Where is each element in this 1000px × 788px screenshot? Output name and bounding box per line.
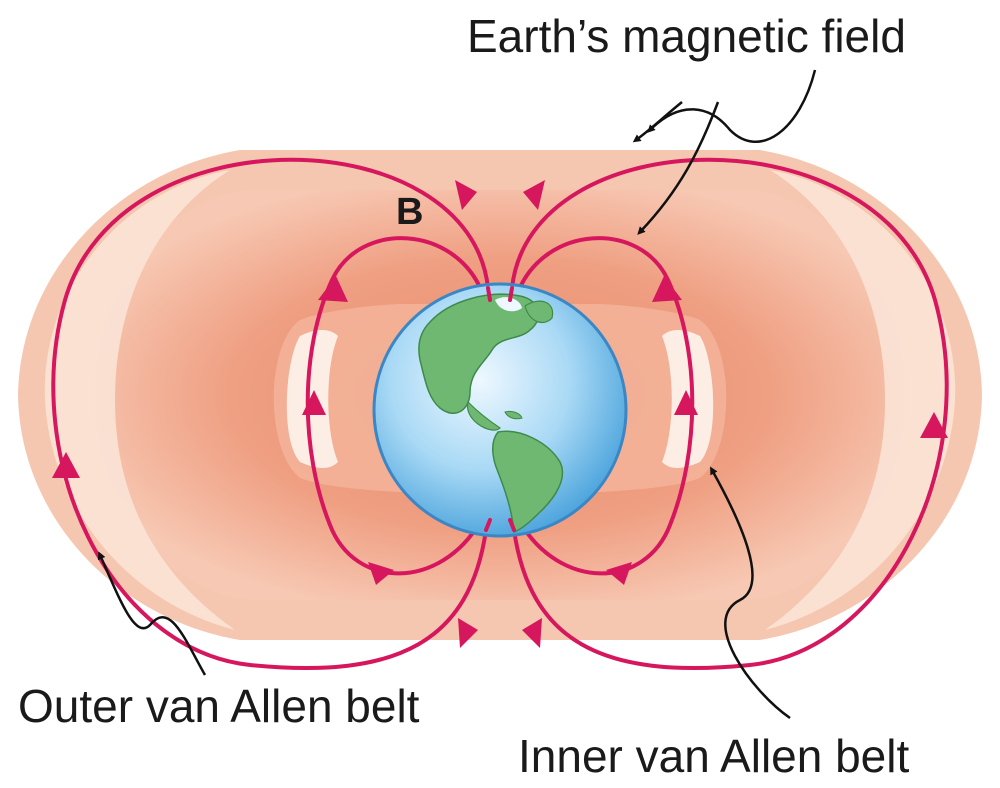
arrowhead [522,618,542,648]
arrowhead [523,180,545,210]
inner-belt-label: Inner van Allen belt [518,730,909,782]
outer-field-line-left [51,157,490,670]
arrowhead [458,618,478,648]
arrowhead [674,390,698,415]
inner-field-line-left [305,236,484,576]
arrowhead [302,390,326,415]
arrowhead [318,276,348,302]
outer-belt-label: Outer van Allen belt [18,680,420,732]
magnetic-field-leader [647,69,817,143]
arrowhead [455,180,477,210]
arrowhead [368,562,394,585]
north-america-landmass [418,293,540,414]
arrowhead [652,276,682,302]
arrowhead [606,562,632,585]
earth-globe [372,282,628,538]
inner-belt-leader [710,466,791,720]
leader-lines [97,69,817,720]
outer-field-line-right [510,157,949,670]
magnetic-field-label: Earth’s magnetic field [467,10,906,62]
outer-belt-leader [97,551,207,676]
arrowhead [920,412,948,438]
field-symbol-label: B [396,191,423,233]
south-america-landmass [492,430,564,534]
arrowhead [52,452,80,478]
inner-field-line-right [516,236,695,576]
magnetic-field-lines [51,157,949,670]
field-line-arrowheads [52,180,948,648]
